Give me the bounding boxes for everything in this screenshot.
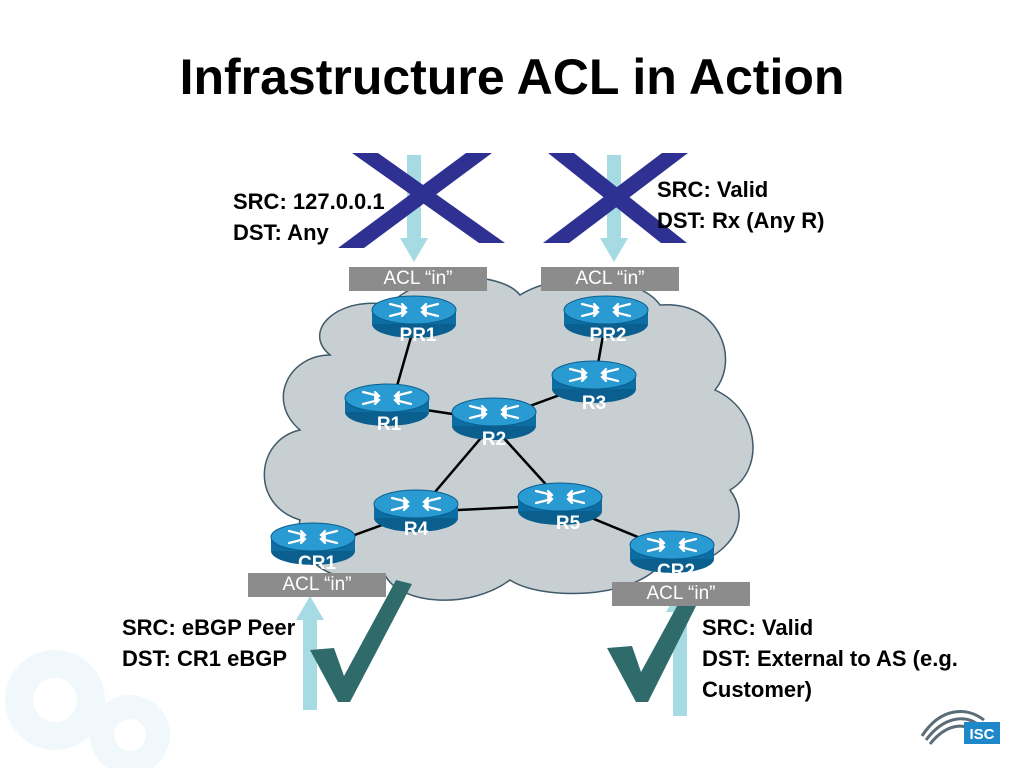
acl-in-label-cr2: ACL “in” xyxy=(612,582,750,606)
annotation-dst: DST: External to AS (e.g. xyxy=(702,646,958,671)
cross-mark-icon xyxy=(338,153,505,248)
router-R4: R4 xyxy=(372,488,460,540)
annotation-top-right: SRC: Valid DST: Rx (Any R) xyxy=(657,174,824,236)
annotation-bottom-left: SRC: eBGP Peer DST: CR1 eBGP xyxy=(122,612,295,674)
annotation-src: SRC: Valid xyxy=(657,177,769,202)
isc-logo-text: ISC xyxy=(969,726,994,743)
router-R1: R1 xyxy=(343,382,431,435)
router-label: PR1 xyxy=(400,325,437,346)
router-label: R3 xyxy=(582,393,606,414)
isc-logo-icon: ISC xyxy=(905,688,1024,768)
annotation-dst: DST: CR1 eBGP xyxy=(122,646,288,671)
annotation-src: SRC: Valid xyxy=(702,615,814,640)
router-PR1: PR1 xyxy=(370,294,458,346)
router-R5: R5 xyxy=(516,481,604,534)
router-label: R5 xyxy=(556,513,581,534)
router-label: PR2 xyxy=(590,325,627,346)
annotation-dst: DST: Any xyxy=(233,220,329,245)
acl-in-label-pr2: ACL “in” xyxy=(541,267,679,291)
cross-mark-icon xyxy=(543,153,688,243)
acl-in-label-cr1: ACL “in” xyxy=(248,573,386,597)
router-CR2: CR2 xyxy=(628,529,716,582)
router-label: R2 xyxy=(482,429,506,450)
router-label: CR2 xyxy=(657,561,695,582)
annotation-top-left: SRC: 127.0.0.1 DST: Any xyxy=(233,186,385,248)
router-label: R4 xyxy=(404,519,429,540)
annotation-src: SRC: 127.0.0.1 xyxy=(233,189,385,214)
router-label: CR1 xyxy=(298,553,336,574)
router-R2: R2 xyxy=(450,396,538,450)
check-mark-icon xyxy=(310,580,412,702)
router-CR1: CR1 xyxy=(269,521,357,574)
check-mark-icon xyxy=(607,586,704,702)
annotation-dst: DST: Rx (Any R) xyxy=(657,208,825,233)
annotation-bottom-right: SRC: Valid DST: External to AS (e.g. Cus… xyxy=(702,612,958,705)
router-PR2: PR2 xyxy=(562,294,650,346)
slide-title: Infrastructure ACL in Action xyxy=(179,49,845,105)
annotation-src: SRC: eBGP Peer xyxy=(122,615,296,640)
gear-watermark-icon xyxy=(5,650,170,768)
router-R3: R3 xyxy=(550,359,638,414)
arrow-up-icon xyxy=(296,596,324,710)
acl-in-label-pr1: ACL “in” xyxy=(349,267,487,291)
router-label: R1 xyxy=(377,414,402,435)
annotation-dst-continued: Customer) xyxy=(702,677,813,702)
